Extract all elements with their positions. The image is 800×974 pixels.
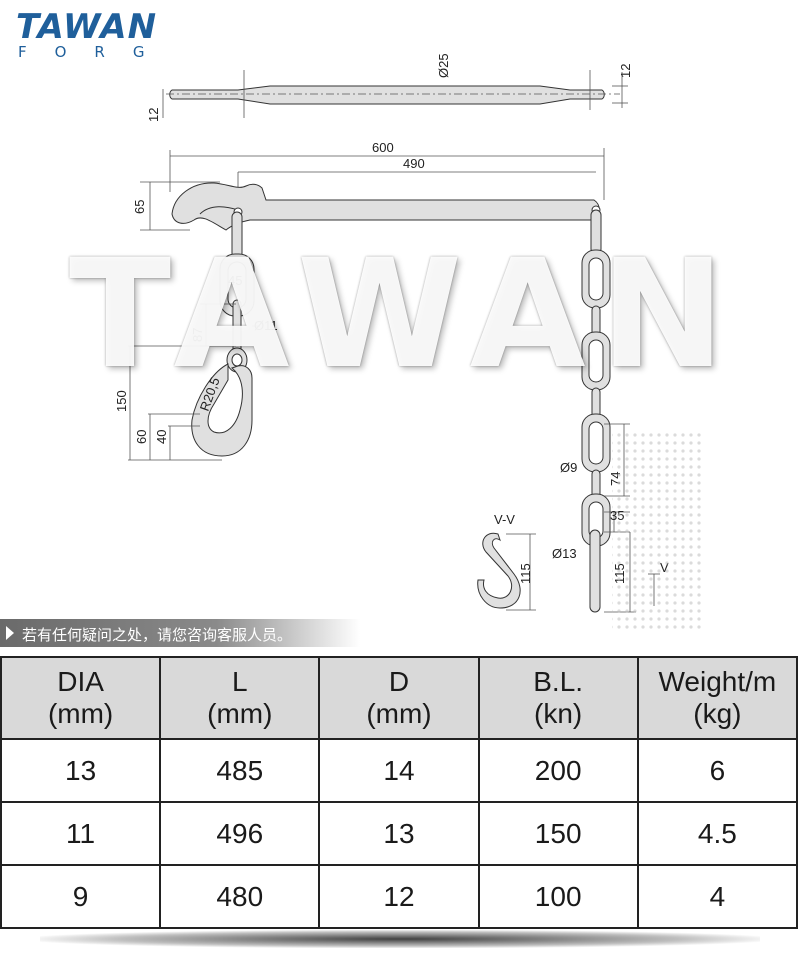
col-header-dia: DIA(mm) — [0, 656, 162, 740]
table-row: 11 496 13 150 4.5 — [0, 801, 799, 866]
table-cell: 6 — [636, 738, 799, 803]
bar-side-view — [169, 85, 605, 105]
footer-shadow — [40, 930, 760, 948]
logo-wordmark: TAWAN — [16, 7, 158, 47]
notice-text: 若有任何疑问之处，请您咨询客服人员。 — [22, 626, 293, 644]
dim-overall-length: 600 — [372, 140, 394, 155]
table-cell: 4 — [636, 864, 799, 929]
table-cell: 12 — [318, 864, 480, 929]
dim-hook-length: 150 — [114, 390, 129, 412]
dim-link-pitch: 87 — [190, 328, 205, 342]
s-hook-section — [477, 532, 521, 609]
spec-table: DIA(mm) L(mm) D(mm) B.L.(kn) Weight/m(kg… — [0, 656, 799, 929]
table-cell: 480 — [159, 864, 321, 929]
table-cell: 14 — [318, 738, 480, 803]
dim-bar-width-left: 12 — [146, 108, 161, 122]
table-cell: 13 — [0, 738, 162, 803]
dim-lever-length: 490 — [403, 156, 425, 171]
section-label: V-V — [494, 512, 515, 527]
col-header-breaking-load: B.L.(kn) — [477, 656, 639, 740]
dim-chain-diameter-13: Ø13 — [552, 546, 577, 561]
table-row: 13 485 14 200 6 — [0, 738, 799, 803]
table-cell: 4.5 — [636, 801, 799, 866]
col-header-d: D(mm) — [318, 656, 480, 740]
dim-bar-diameter: Ø25 — [436, 53, 451, 78]
table-cell: 100 — [477, 864, 639, 929]
right-chain — [581, 209, 611, 613]
technical-drawing: Ø25 12 12 600 490 65 — [114, 53, 704, 630]
grab-hook — [191, 363, 253, 457]
brand-logo: TAWAN FORG — [16, 10, 166, 60]
logo-subtext: FORG — [18, 43, 173, 61]
table-cell: 13 — [318, 801, 480, 866]
dim-chain-diameter-11: Ø11 — [254, 318, 278, 333]
col-header-weight: Weight/m(kg) — [636, 656, 799, 740]
dim-hook-40: 40 — [154, 430, 169, 444]
table-cell: 496 — [159, 801, 321, 866]
table-cell: 9 — [0, 864, 162, 929]
arrow-right-icon — [6, 626, 14, 640]
notice-banner: 若有任何疑问之处，请您咨询客服人员。 — [0, 619, 360, 647]
dim-chain-diameter-9: Ø9 — [560, 460, 577, 475]
table-cell: 200 — [477, 738, 639, 803]
table-cell: 150 — [477, 801, 639, 866]
table-cell: 485 — [159, 738, 321, 803]
table-header-row: DIA(mm) L(mm) D(mm) B.L.(kn) Weight/m(kg… — [0, 656, 799, 740]
table-row: 9 480 12 100 4 — [0, 864, 799, 929]
col-header-length: L(mm) — [159, 656, 321, 740]
dim-link-width: 45 — [228, 273, 242, 288]
dotted-texture — [612, 432, 704, 630]
dim-hook-height: 65 — [132, 200, 147, 214]
brand-watermark: TAWAN — [68, 228, 740, 402]
table-cell: 11 — [0, 801, 162, 866]
dim-hook-60: 60 — [134, 430, 149, 444]
dim-bar-width-right: 12 — [618, 64, 633, 78]
dim-s-hook-length: 115 — [518, 563, 533, 584]
left-chain — [219, 211, 255, 373]
